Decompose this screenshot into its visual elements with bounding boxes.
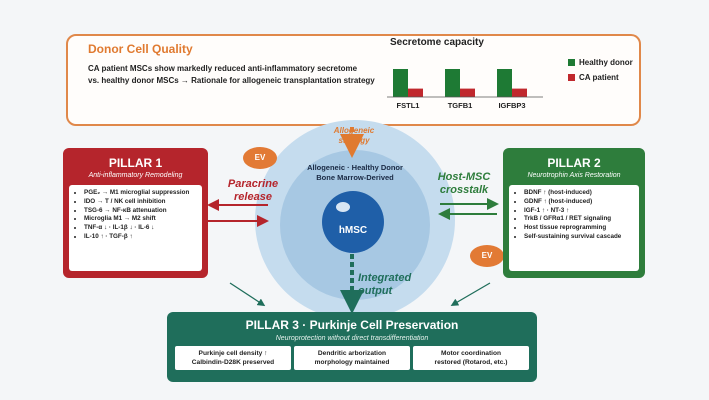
legend-label-healthy: Healthy donor <box>579 58 633 67</box>
pillar2-subtitle: Neurotrophin Axis Restoration <box>527 172 621 179</box>
legend-item-healthy: Healthy donor <box>568 58 633 67</box>
pillar2-item: GDNF ↑ (host-induced) <box>524 198 633 207</box>
outcome-line: Purkinje cell density ↑ <box>198 350 268 357</box>
bar-fstl1-healthy <box>393 69 408 97</box>
pillar1-list-box: PGE₂ → M1 microglial suppressionIDO → T … <box>69 185 202 271</box>
pillar2-list-box: BDNF ↑ (host-induced)GDNF ↑ (host-induce… <box>509 185 639 271</box>
outcome-line: morphology maintained <box>314 359 390 366</box>
pillar1-to-pillar3-arrow <box>229 282 266 307</box>
outcome-dendritic-arborization: Dendritic arborization morphology mainta… <box>294 346 410 370</box>
pillar1-subtitle: Anti-inflammatory Remodeling <box>88 172 183 179</box>
msc-source-label: Allogeneic · Healthy Donor Bone Marrow-D… <box>280 163 430 183</box>
legend-swatch-ca <box>568 74 575 81</box>
tick-label-tgfb1: TGFB1 <box>448 101 473 110</box>
bar-tgfb1-ca <box>460 88 475 97</box>
donor-description-line2: vs. healthy donor MSCs → Rationale for a… <box>88 76 375 85</box>
pillar2-item: IGF-1 ↑ · NT-3 ↑ <box>524 207 633 216</box>
pillar1-item: Microglia M1 → M2 shift <box>84 215 196 224</box>
ev-badge-left: EV <box>243 147 277 169</box>
integrated-output-label: Integrated output <box>358 272 412 297</box>
pillar1-panel: PILLAR 1 Anti-inflammatory Remodeling PG… <box>63 148 208 278</box>
donor-quality-panel <box>66 34 641 126</box>
bar-fstl1-ca <box>408 88 423 97</box>
pillar1-item: IDO → T / NK cell inhibition <box>84 198 196 207</box>
pillar3-subtitle: Neuroprotection without direct transdiff… <box>275 335 429 342</box>
pillar3-panel: PILLAR 3 · Purkinje Cell Preservation Ne… <box>167 312 537 382</box>
ev-badge-right: EV <box>470 245 504 267</box>
donor-description-line1: CA patient MSCs show markedly reduced an… <box>88 64 358 73</box>
bar-igfbp3-healthy <box>497 69 512 97</box>
pillar1-item: TSG-6 → NF-κB attenuation <box>84 207 196 216</box>
hmsc-cell <box>322 191 384 253</box>
paracrine-release-label: Paracrine release <box>227 178 279 203</box>
outcome-line: Dendritic arborization <box>317 350 387 357</box>
host-msc-crosstalk-label: Host-MSC crosstalk <box>437 171 491 196</box>
pillar1-list: PGE₂ → M1 microglial suppressionIDO → T … <box>75 189 196 242</box>
secretome-chart: FSTL1 TGFB1 IGFBP3 <box>387 69 543 110</box>
pillar2-list: BDNF ↑ (host-induced)GDNF ↑ (host-induce… <box>515 189 633 242</box>
pillar3-outcomes: Purkinje cell density ↑ Calbindin-D28K p… <box>175 346 529 370</box>
hmsc-label: hMSC <box>338 225 368 236</box>
pillar1-item: IL-10 ↑ · TGF-β ↑ <box>84 233 196 242</box>
pillar2-to-pillar3-arrow <box>450 282 491 306</box>
bar-igfbp3-ca <box>512 88 527 97</box>
allogeneic-strategy-label: Allogeneic strategy <box>333 126 375 145</box>
hmsc-nucleus <box>336 202 350 212</box>
legend-swatch-healthy <box>568 59 575 66</box>
pillar2-item: Host tissue reprogramming <box>524 224 633 233</box>
legend-item-ca: CA patient <box>568 73 633 82</box>
pillar2-item: Self-sustaining survival cascade <box>524 233 633 242</box>
outcome-line: Calbindin-D28K preserved <box>191 359 275 366</box>
chart-legend: Healthy donor CA patient <box>568 58 633 82</box>
pillar2-title: PILLAR 2 <box>547 156 601 170</box>
bar-tgfb1-healthy <box>445 69 460 97</box>
legend-label-ca: CA patient <box>579 73 619 82</box>
outcome-line: restored (Rotarod, etc.) <box>434 359 508 366</box>
pillar3-title: PILLAR 3 · Purkinje Cell Preservation <box>245 318 459 332</box>
pillar1-title: PILLAR 1 <box>108 156 163 170</box>
tick-label-igfbp3: IGFBP3 <box>498 101 525 110</box>
pillar2-item: TrkB / GFRα1 / RET signaling <box>524 215 633 224</box>
outcome-purkinje-density: Purkinje cell density ↑ Calbindin-D28K p… <box>175 346 291 370</box>
pillar2-panel: PILLAR 2 Neurotrophin Axis Restoration B… <box>503 148 645 278</box>
msc-source-line1: Allogeneic · Healthy Donor <box>307 163 403 172</box>
donor-quality-title: Donor Cell Quality <box>88 42 193 56</box>
pillar1-item: PGE₂ → M1 microglial suppression <box>84 189 196 198</box>
outcome-motor-coordination: Motor coordination restored (Rotarod, et… <box>413 346 529 370</box>
msc-source-line2: Bone Marrow-Derived <box>316 173 394 182</box>
tick-label-fstl1: FSTL1 <box>397 101 420 110</box>
pillar1-item: TNF-α ↓ · IL-1β ↓ · IL-6 ↓ <box>84 224 196 233</box>
outcome-line: Motor coordination <box>440 350 502 357</box>
chart-title: Secretome capacity <box>390 37 484 48</box>
pillar2-item: BDNF ↑ (host-induced) <box>524 189 633 198</box>
